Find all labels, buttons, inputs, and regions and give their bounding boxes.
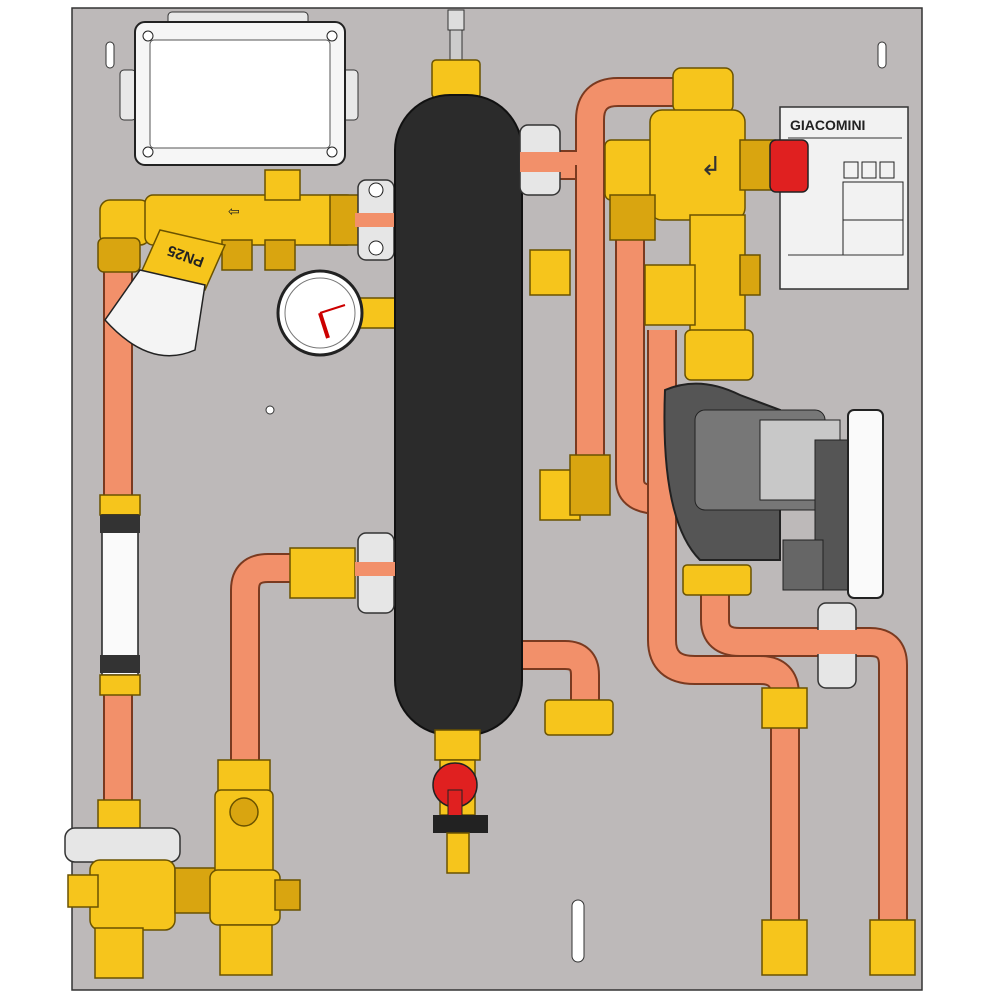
mount-hole	[265, 405, 275, 415]
lower-right-fittings	[761, 602, 916, 976]
circulator-pump	[663, 382, 884, 599]
pressure-gauge	[276, 269, 396, 357]
air-vent-valve	[431, 9, 481, 99]
mixing-valve: ↲	[604, 67, 776, 381]
brass-manifold: PN25 ⇦	[97, 169, 361, 357]
junction-box	[119, 11, 359, 166]
product-label: GIACOMINI	[779, 106, 909, 290]
mount-slot	[571, 899, 585, 963]
flow-arrow: ⇦	[228, 203, 240, 219]
mount-slot	[877, 41, 887, 69]
svg-text:↲: ↲	[700, 151, 722, 181]
bottom-left-valves	[64, 759, 301, 979]
brand-label: GIACOMINI	[790, 117, 865, 133]
mount-slot	[105, 41, 115, 69]
pipe-clip	[355, 179, 395, 261]
insulated-hose	[99, 494, 141, 696]
actuator-knob	[769, 139, 809, 193]
separator-fittings	[289, 124, 614, 761]
hydraulic-separator	[394, 94, 523, 736]
drain-valve	[432, 759, 488, 874]
